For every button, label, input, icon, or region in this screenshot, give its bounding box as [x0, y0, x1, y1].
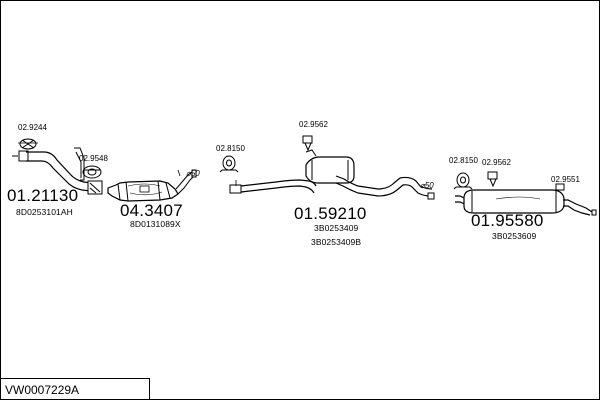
vehicle-code-box: VW0007229A — [0, 378, 150, 399]
oe-reference: 8D0131089X — [130, 219, 181, 229]
clip-02-8150-a-drawing — [219, 155, 239, 173]
clip-02-8150-b-drawing — [453, 172, 473, 190]
part-number: 01.59210 — [294, 204, 367, 223]
front-pipe-drawing — [12, 147, 103, 195]
clip-label: 02.9244 — [18, 123, 47, 132]
clip-02-9562-b-drawing — [487, 171, 498, 188]
oe-reference: 8D0253101AH — [16, 207, 73, 217]
clip-02-9562-a-drawing — [302, 135, 313, 152]
catalytic-converter-drawing — [107, 169, 197, 202]
middle-silencer-drawing — [229, 149, 435, 200]
oe-reference: 3B0253409B — [311, 237, 362, 247]
part-number: 01.21130 — [7, 186, 79, 205]
oe-reference: 3B0253409 — [314, 223, 359, 233]
clip-label: 02.9562 — [482, 158, 511, 167]
diameter-label: ⌀50 — [420, 181, 434, 190]
diameter-label: ⌀50 — [186, 169, 200, 178]
clip-label: 02.8150 — [216, 144, 245, 153]
part-number: 01.95580 — [471, 211, 544, 230]
rear-silencer-drawing — [455, 189, 597, 216]
clip-label: 02.9562 — [299, 120, 328, 129]
oe-reference: 3B0253609 — [492, 231, 537, 241]
vehicle-code: VW0007229A — [5, 383, 80, 397]
part-number: 04.3407 — [120, 201, 183, 220]
clip-label: 02.8150 — [449, 156, 478, 165]
clip-label: 02.9548 — [79, 154, 108, 163]
clip-02-9244-drawing — [18, 138, 38, 150]
clip-label: 02.9551 — [551, 175, 580, 184]
clip-02-9548-drawing — [82, 165, 102, 179]
